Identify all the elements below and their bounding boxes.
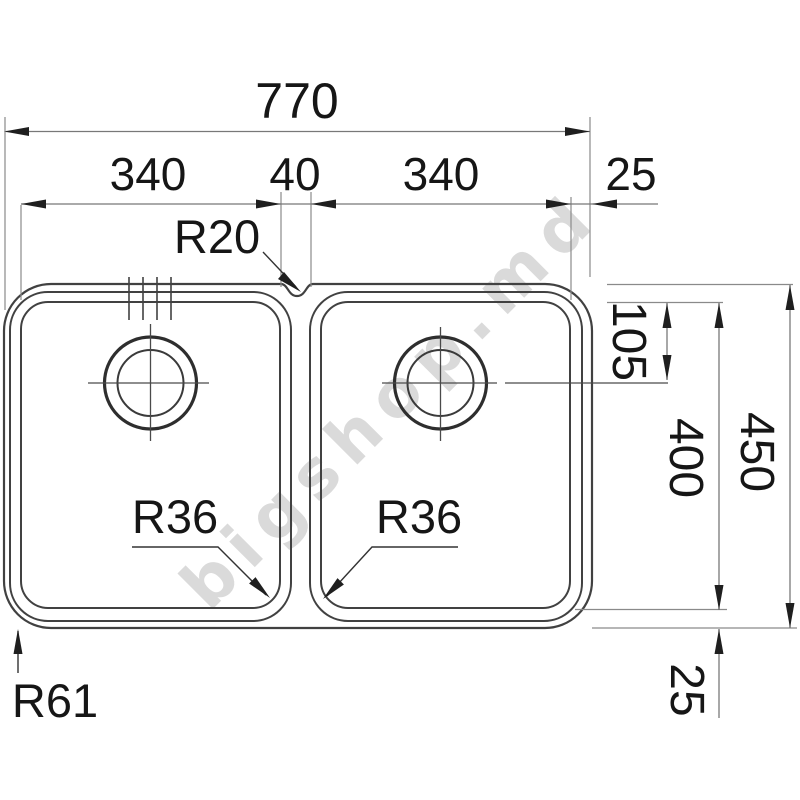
radius-left-bowl-label: R36 [132,490,270,598]
dim-inner-length: 400 [575,303,727,611]
label-radius-outer-corner: R61 [12,674,98,727]
left-bowl-inner [20,301,281,609]
faucet-tick-marks [128,277,172,320]
dim-label-right-bowl-width: 340 [403,148,480,200]
label-radius-divider: R20 [174,210,260,263]
dim-label-overall-width: 770 [255,73,338,129]
radius-outer-corner-label: R61 [12,629,98,727]
dim-label-inner-length: 400 [659,418,712,498]
dim-label-left-bowl-width: 340 [110,148,187,200]
dim-label-overall-depth: 450 [730,412,783,492]
right-drain [382,327,668,441]
dim-overall-width: 770 [4,73,591,310]
dim-label-right-edge-offset: 25 [605,148,656,200]
dim-bottom-edge-offset: 25 [660,629,724,718]
left-bowl-rim [9,291,292,622]
sink-outer-contour [2,282,594,630]
right-bowl-inner [320,301,571,609]
dim-overall-depth: 450 [592,283,797,629]
radius-right-bowl-label: R36 [323,490,462,599]
dim-row-bowl-widths: 340 40 340 25 [20,148,658,300]
right-bowl-rim [309,291,583,622]
sink-outline [2,282,594,630]
label-radius-left-bowl: R36 [132,490,218,543]
left-drain [88,324,209,441]
dim-label-divider-width: 40 [269,148,320,200]
radius-divider-label: R20 [174,210,301,292]
dim-label-drain-offset: 105 [602,301,655,381]
dim-label-bottom-edge-offset: 25 [660,663,713,716]
dim-drain-offset: 105 [602,301,723,381]
label-radius-right-bowl: R36 [376,490,462,543]
